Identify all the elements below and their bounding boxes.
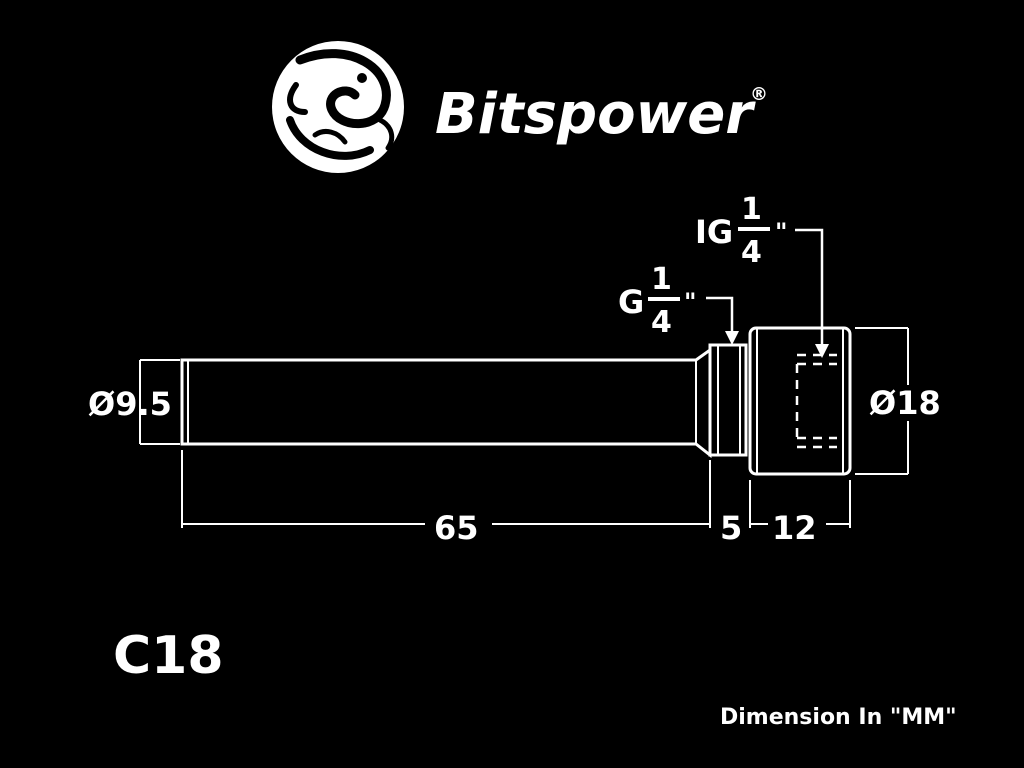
fitting-outline: [180, 326, 852, 476]
dragon-emblem-icon: [272, 41, 404, 173]
tube-diameter-dimension: Ø9.5: [88, 359, 180, 445]
g-fraction-denominator: 4: [651, 305, 672, 340]
length-tube-label: 65: [434, 509, 479, 547]
tube-diameter-label: Ø9.5: [88, 385, 172, 423]
ig-fraction-numerator: 1: [741, 192, 762, 227]
length-thread-label: 5: [720, 509, 742, 547]
dimension-note: Dimension In "MM": [720, 705, 957, 730]
model-number: C18: [113, 626, 224, 686]
length-dimensions: 65 5 12: [181, 450, 851, 547]
g-thread-callout: G 1 4 ": [618, 262, 739, 345]
ig-inch-mark: ": [775, 218, 788, 246]
g-thread-prefix: G: [618, 283, 644, 321]
body-diameter-dimension: Ø18: [855, 327, 941, 475]
ig-fraction-denominator: 4: [741, 235, 762, 270]
body-diameter-label: Ø18: [869, 384, 941, 422]
ig-thread-prefix: IG: [695, 213, 733, 251]
g-inch-mark: ": [684, 288, 697, 316]
registered-mark: ®: [750, 84, 768, 105]
ig-thread-callout: IG 1 4 ": [695, 192, 829, 358]
brand-name: Bitspower: [435, 82, 756, 147]
g-fraction-numerator: 1: [651, 262, 672, 297]
length-body-label: 12: [772, 509, 817, 547]
